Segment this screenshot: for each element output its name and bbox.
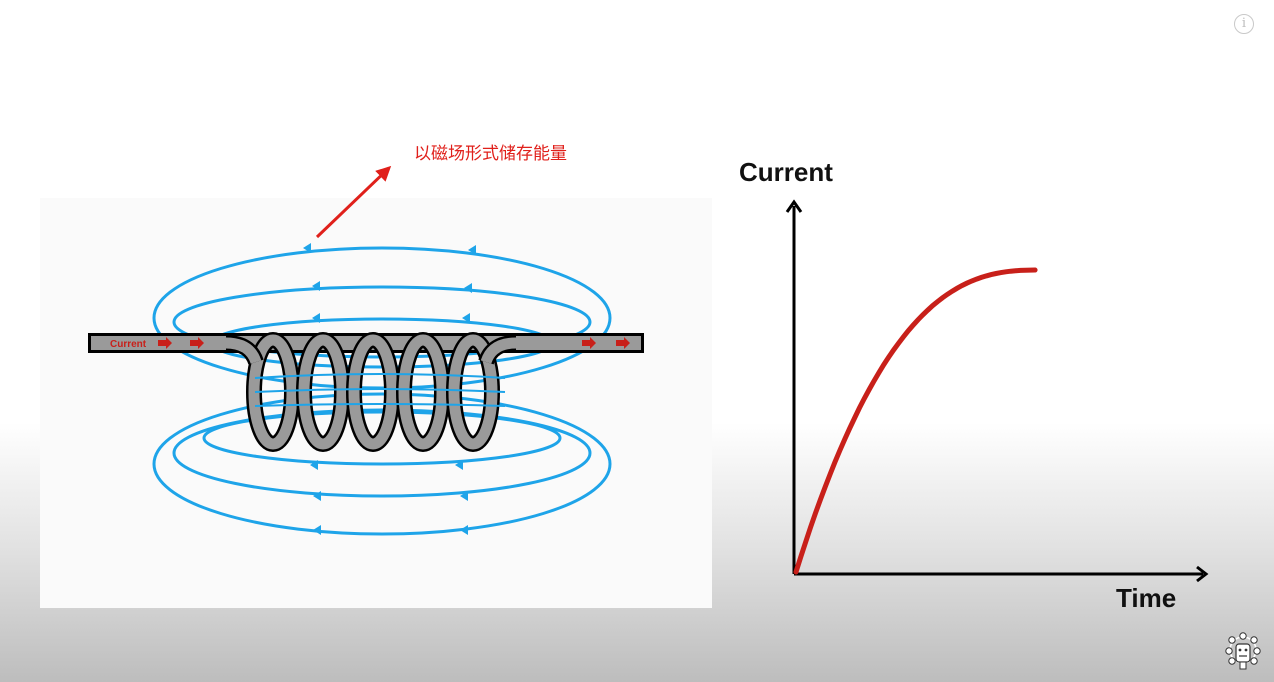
current-arrow xyxy=(616,337,630,349)
current-curve xyxy=(793,267,1038,575)
field-arrow xyxy=(312,313,320,323)
field-arrow xyxy=(462,313,470,323)
inner-line-3 xyxy=(254,403,506,407)
field-line-bottom-outer xyxy=(152,392,612,536)
field-line-bottom-middle xyxy=(172,408,592,498)
field-direction-arrows xyxy=(303,243,476,535)
field-arrow xyxy=(455,460,463,470)
channel-logo-icon xyxy=(1225,632,1261,670)
field-arrow xyxy=(303,243,311,253)
field-arrow xyxy=(460,525,468,535)
coil-turn xyxy=(248,334,298,450)
illustration-panel xyxy=(40,198,712,608)
magnetic-field-lines xyxy=(152,246,612,536)
field-line-top-outer xyxy=(152,246,612,390)
wire-current-label: Current xyxy=(110,339,147,350)
x-axis-arrowhead xyxy=(1196,565,1209,583)
field-line-bottom-inner xyxy=(202,410,562,466)
field-arrow xyxy=(313,525,321,535)
current-arrow xyxy=(158,337,172,349)
field-arrow xyxy=(464,283,472,293)
x-axis-label: Time xyxy=(1116,583,1176,613)
annotation-text: 以磁场形式储存能量 xyxy=(414,144,567,164)
inductor-coil xyxy=(225,332,517,452)
coil-lead-right xyxy=(480,337,517,365)
inner-field-lines xyxy=(254,373,506,407)
annotation-arrow xyxy=(315,165,392,239)
current-arrow xyxy=(582,337,596,349)
y-axis-label: Current xyxy=(739,157,833,187)
info-icon[interactable]: i xyxy=(1234,14,1254,34)
coil-turn xyxy=(348,334,398,450)
current-time-graph: Current Time xyxy=(739,157,1209,613)
field-arrow xyxy=(460,491,468,501)
coil-turn xyxy=(398,334,448,450)
y-axis-arrowhead xyxy=(785,199,803,213)
current-arrow xyxy=(190,337,204,349)
current-direction-arrows xyxy=(158,337,630,349)
coil-lead-left xyxy=(225,337,262,365)
field-arrow xyxy=(310,460,318,470)
inner-line-2 xyxy=(254,388,506,393)
field-arrow xyxy=(312,281,320,291)
inner-line-1 xyxy=(254,373,506,379)
coil-turn xyxy=(298,334,348,450)
field-arrow xyxy=(313,491,321,501)
field-arrow xyxy=(468,245,476,255)
